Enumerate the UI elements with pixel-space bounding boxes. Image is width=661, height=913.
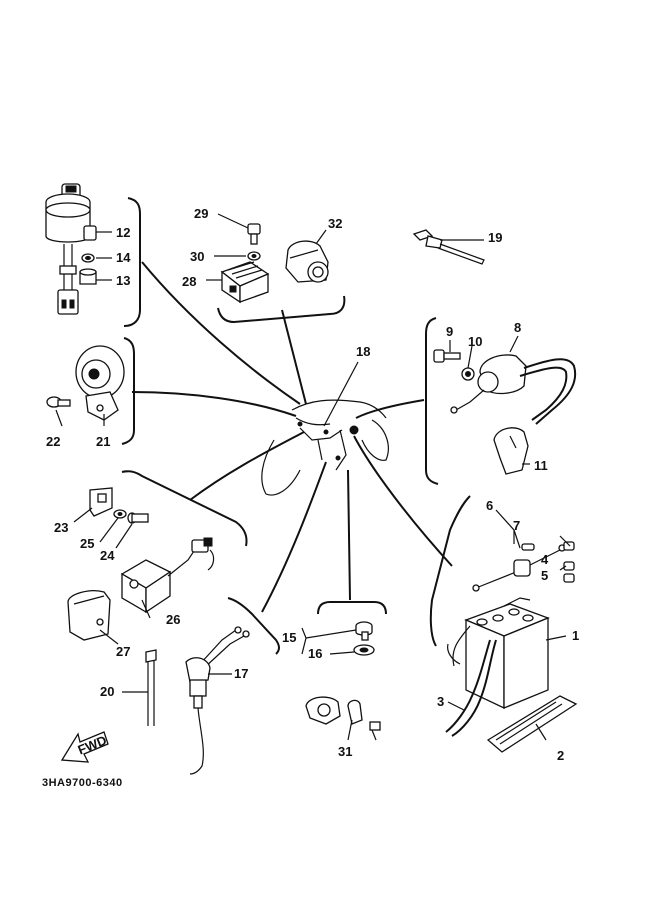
callout-4: 4 — [541, 552, 549, 567]
fwd-label: FWD — [76, 732, 109, 757]
washer-16 — [353, 644, 375, 656]
callout-5: 5 — [541, 568, 548, 583]
band-20 — [145, 649, 157, 726]
callout-numbers: 1 2 3 4 5 6 7 8 9 10 11 12 13 14 15 16 1… — [46, 206, 579, 763]
callout-21: 21 — [96, 434, 110, 449]
relay-32 — [285, 240, 329, 283]
callout-22: 22 — [46, 434, 60, 449]
main-switch-12 — [45, 183, 97, 315]
callout-26: 26 — [166, 612, 180, 627]
group-brackets — [121, 197, 471, 655]
callout-11: 11 — [534, 458, 548, 473]
cover-27 — [67, 590, 111, 641]
callout-9: 9 — [446, 324, 453, 339]
washer-30 — [247, 251, 261, 261]
callout-7: 7 — [513, 518, 520, 533]
fwd-arrow-icon: FWD — [60, 731, 109, 763]
neutral-switch-17 — [185, 626, 250, 775]
callout-16: 16 — [308, 646, 322, 661]
callout-3: 3 — [437, 694, 444, 709]
bolt-24 — [127, 512, 149, 524]
band-19 — [412, 229, 485, 265]
callout-27: 27 — [116, 644, 130, 659]
bolt-22 — [46, 396, 71, 408]
callout-2: 2 — [557, 748, 564, 763]
ignition-coil-8 — [450, 354, 577, 425]
motorcycle-frame-sketch — [261, 399, 389, 496]
fuse-7 — [521, 543, 535, 551]
nut-10 — [461, 367, 475, 381]
callout-24: 24 — [100, 548, 115, 563]
callout-29: 29 — [194, 206, 208, 221]
callout-10: 10 — [468, 334, 482, 349]
callout-31: 31 — [338, 744, 352, 759]
bolt-9 — [433, 349, 461, 363]
callout-leaders — [55, 213, 571, 741]
callout-17: 17 — [234, 666, 248, 681]
callout-20: 20 — [100, 684, 114, 699]
breather-hose-3 — [445, 639, 497, 737]
callout-18: 18 — [356, 344, 370, 359]
bracket-23 — [89, 487, 113, 517]
battery-band-2 — [486, 695, 578, 753]
washer-25 — [113, 509, 127, 519]
callout-1: 1 — [572, 628, 579, 643]
callout-8: 8 — [514, 320, 521, 335]
callout-28: 28 — [182, 274, 196, 289]
fuse-4 — [563, 541, 575, 551]
callout-25: 25 — [80, 536, 94, 551]
screw-15 — [355, 621, 373, 641]
callout-23: 23 — [54, 520, 68, 535]
rectifier-28 — [220, 261, 270, 304]
sensor-31 — [305, 696, 381, 741]
cdi-unit-26 — [120, 537, 215, 614]
nut-13 — [79, 268, 97, 285]
callout-30: 30 — [190, 249, 204, 264]
plug-cap-11 — [493, 427, 529, 475]
diagram-code: 3HA9700-6340 — [42, 777, 123, 789]
horn-21 — [75, 345, 125, 421]
battery-1 — [447, 597, 550, 710]
callout-14: 14 — [116, 250, 131, 265]
callout-12: 12 — [116, 225, 130, 240]
callout-15: 15 — [282, 630, 296, 645]
bolt-29 — [247, 223, 261, 245]
callout-13: 13 — [116, 273, 130, 288]
leader-lines — [131, 261, 453, 613]
fuse-holder-6 — [472, 544, 566, 592]
callout-19: 19 — [488, 230, 502, 245]
callout-32: 32 — [328, 216, 342, 231]
fuse-5 — [563, 561, 575, 583]
callout-6: 6 — [486, 498, 493, 513]
washer-14 — [81, 253, 95, 263]
